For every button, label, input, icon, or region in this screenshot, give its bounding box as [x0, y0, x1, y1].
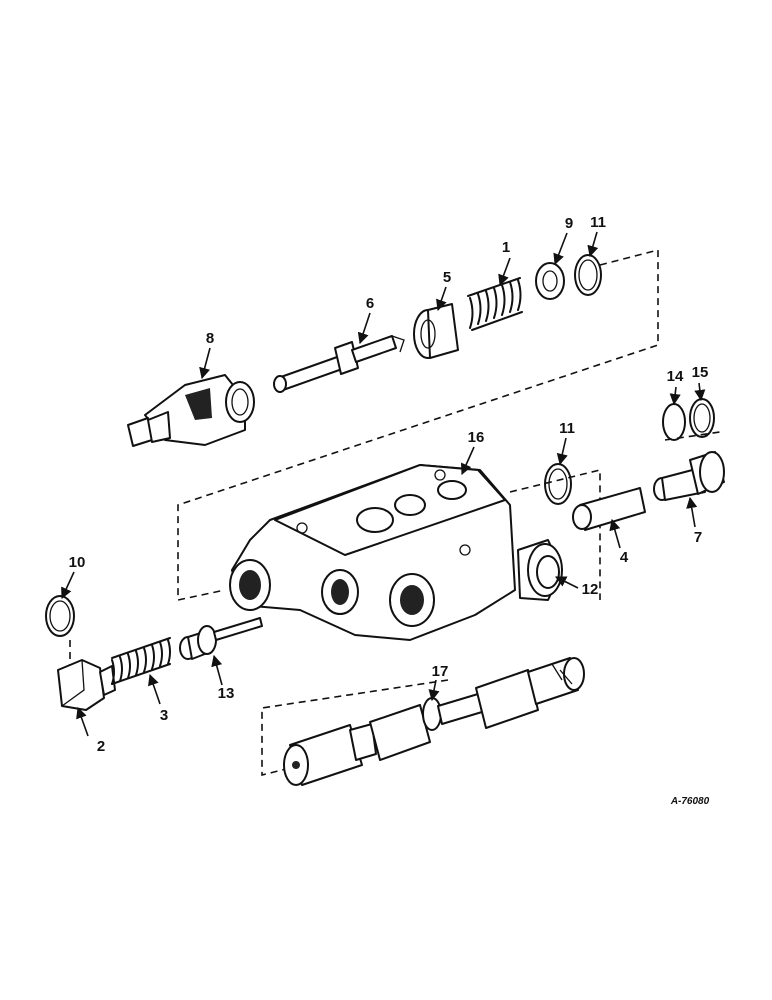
callout-3: 3 [160, 707, 168, 724]
callout-2: 2 [97, 738, 105, 755]
callout-7: 7 [694, 529, 702, 546]
callout-1: 1 [502, 239, 510, 256]
o-ring-part-11-upper [574, 254, 602, 296]
leader-lines [61, 231, 706, 737]
callout-15: 15 [692, 364, 709, 381]
o-ring-part-11-lower [544, 463, 572, 505]
reference-code: A-76080 [670, 796, 710, 807]
bolt-part-2 [57, 659, 116, 711]
spring-part-1 [467, 277, 523, 331]
main-spool-part-17 [283, 657, 585, 786]
ring-guide-line [664, 431, 721, 441]
callout-6: 6 [366, 295, 374, 312]
callout-12: 12 [582, 581, 599, 598]
callout-10: 10 [69, 554, 86, 571]
washer-part-9 [535, 262, 565, 300]
sleeve-part-5 [413, 303, 459, 359]
callout-11-lower: 11 [559, 420, 575, 437]
spring-part-3 [111, 637, 171, 685]
ring-part-14 [662, 403, 686, 441]
right-guide-line [509, 468, 601, 600]
spool-stem-part-6 [273, 335, 405, 393]
upper-guide-line [177, 248, 659, 601]
ring-part-15 [689, 398, 715, 438]
pin-part-4 [572, 487, 646, 531]
callout-13: 13 [218, 685, 235, 702]
assembly-guide-lines [69, 248, 721, 777]
callout-14: 14 [667, 368, 684, 385]
relief-valve-cap-part-8 [127, 374, 255, 447]
poppet-part-13 [179, 617, 263, 660]
lower-guide-line [261, 679, 449, 777]
callout-16: 16 [468, 429, 485, 446]
callout-9: 9 [565, 215, 573, 232]
callout-5: 5 [443, 269, 451, 286]
plug-part-12 [536, 555, 560, 589]
callout-labels: 1 2 3 4 5 6 7 8 9 10 11 11 12 13 14 15 1… [69, 214, 709, 755]
plug-part-7 [653, 451, 725, 501]
callout-4: 4 [620, 549, 629, 566]
o-ring-part-10 [45, 595, 75, 637]
valve-body-part-16 [229, 464, 563, 641]
callout-8: 8 [206, 330, 214, 347]
callout-11-upper: 11 [590, 214, 606, 231]
callout-17: 17 [432, 663, 449, 680]
